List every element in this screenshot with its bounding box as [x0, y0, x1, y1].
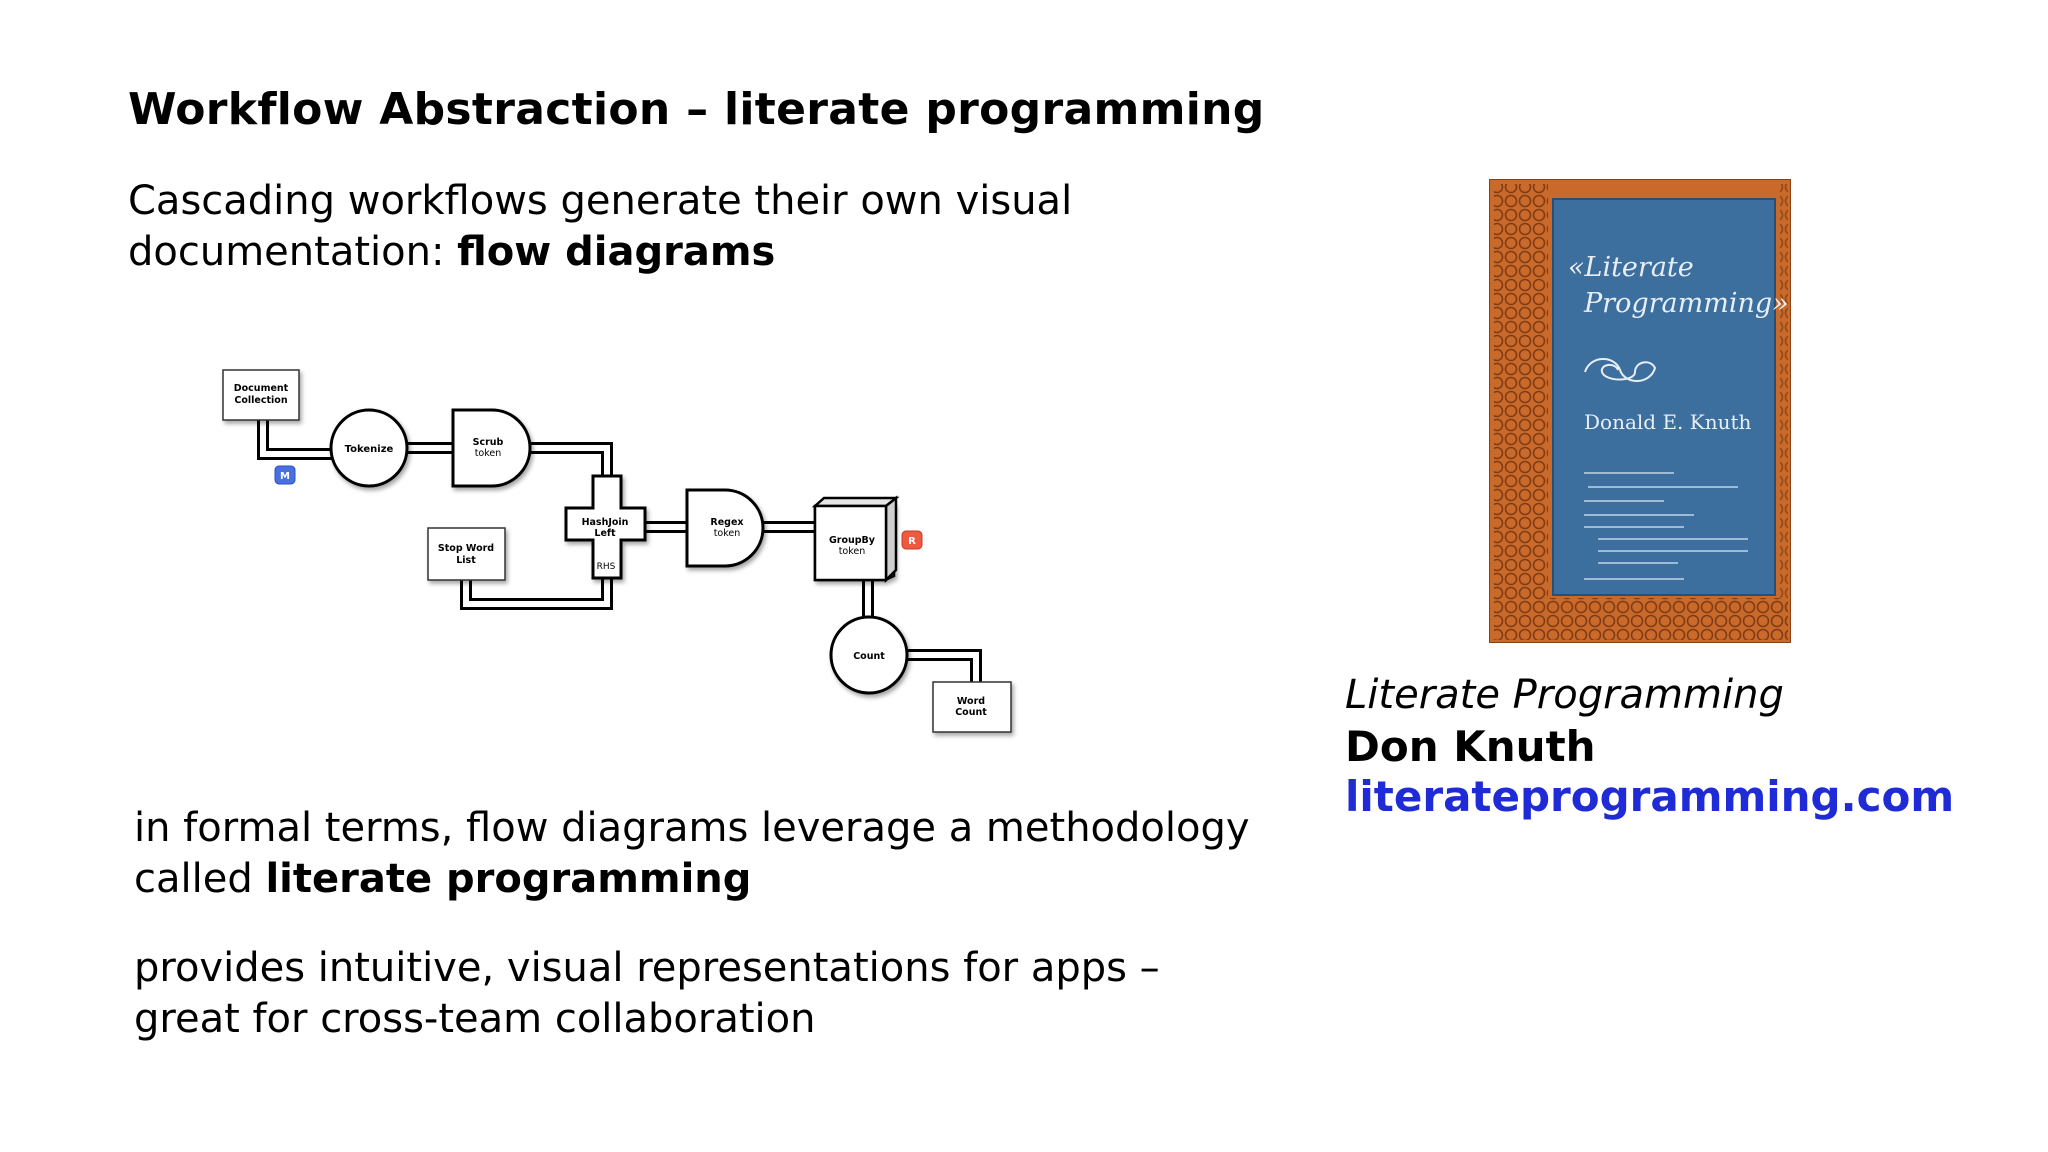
- node-count-label: Count: [853, 651, 885, 662]
- book-text-line: [1598, 550, 1748, 552]
- book-cover-border-pattern: [1494, 184, 1788, 640]
- node-scrub: Scrub token: [451, 408, 532, 488]
- node-groupby-line1: GroupBy: [829, 535, 876, 546]
- intro-line-2: documentation: flow diagrams: [128, 227, 1072, 278]
- formal-bold-term: literate programming: [265, 856, 752, 902]
- node-word-count-line2: Count: [955, 707, 987, 718]
- node-stop-word-list-line1: Stop Word: [438, 543, 494, 554]
- node-word-count-line1: Word: [957, 696, 985, 707]
- node-hashjoin-line1: HashJoin: [582, 517, 629, 528]
- benefits-line-1: provides intuitive, visual representatio…: [134, 945, 1160, 991]
- reduce-badge-label: R: [908, 536, 916, 547]
- book-title-line2: Programming»: [1584, 288, 1789, 319]
- book-text-line: [1584, 526, 1684, 528]
- node-regex: Regex token: [685, 488, 765, 568]
- node-stop-word-list: Stop Word List: [427, 527, 506, 581]
- formal-line-2: called literate programming: [134, 854, 1250, 905]
- intro-paragraph: Cascading workflows generate their own v…: [128, 176, 1072, 278]
- intro-line-2-text: documentation:: [128, 229, 458, 275]
- node-regex-line1: Regex: [710, 517, 743, 528]
- book-text-line: [1584, 578, 1684, 580]
- node-hashjoin: HashJoin Left RHS: [564, 474, 647, 580]
- intro-bold-term: flow diagrams: [457, 229, 776, 275]
- benefits-line-2: great for cross-team collaboration: [134, 996, 816, 1042]
- book-text-line: [1598, 562, 1678, 564]
- intro-line-1: Cascading workflows generate their own v…: [128, 178, 1073, 224]
- book-cover-panel: «Literate Programming» Donald E. Knuth: [1552, 198, 1789, 596]
- node-regex-line2: token: [714, 528, 741, 539]
- map-badge: M: [274, 465, 296, 485]
- node-stop-word-list-line2: List: [456, 555, 476, 566]
- node-groupby-line2: token: [839, 546, 866, 557]
- reduce-badge: R: [901, 530, 923, 550]
- book-caption-title: Literate Programming: [1345, 672, 1784, 718]
- node-hashjoin-rhs: RHS: [597, 562, 616, 572]
- node-tokenize: Tokenize: [329, 408, 409, 488]
- node-groupby: GroupBy token: [811, 495, 900, 584]
- benefits-paragraph: provides intuitive, visual representatio…: [134, 943, 1160, 1045]
- flow-diagram: Document Collection M Tokenize Scrub tok…: [222, 369, 1012, 733]
- formal-terms-paragraph: in formal terms, flow diagrams leverage …: [134, 803, 1250, 905]
- node-word-count: Word Count: [932, 681, 1012, 733]
- formal-line-2-text: called: [134, 856, 266, 902]
- book-text-line: [1598, 538, 1748, 540]
- node-scrub-line1: Scrub: [473, 437, 504, 448]
- book-cover-image: «Literate Programming» Donald E. Knuth: [1489, 179, 1791, 643]
- book-author: Donald E. Knuth: [1584, 410, 1752, 434]
- node-document-collection: Document Collection: [222, 369, 300, 421]
- book-text-line: [1588, 486, 1738, 488]
- book-website-link[interactable]: literateprogramming.com: [1345, 772, 1955, 821]
- node-count: Count: [829, 615, 909, 695]
- book-text-line: [1584, 514, 1694, 516]
- slide-title: Workflow Abstraction – literate programm…: [128, 84, 1265, 135]
- formal-line-1: in formal terms, flow diagrams leverage …: [134, 805, 1250, 851]
- book-caption-author: Don Knuth: [1345, 722, 1596, 771]
- book-text-line: [1584, 472, 1674, 474]
- node-tokenize-label: Tokenize: [345, 444, 394, 455]
- book-title-line1: «Literate: [1568, 252, 1694, 283]
- node-scrub-line2: token: [475, 448, 502, 459]
- ornament-icon: [1584, 358, 1657, 382]
- node-document-collection-line1: Document: [234, 383, 289, 394]
- book-text-line: [1584, 500, 1664, 502]
- node-hashjoin-line2: Left: [594, 528, 616, 539]
- map-badge-label: M: [280, 471, 290, 482]
- node-document-collection-line2: Collection: [234, 395, 287, 406]
